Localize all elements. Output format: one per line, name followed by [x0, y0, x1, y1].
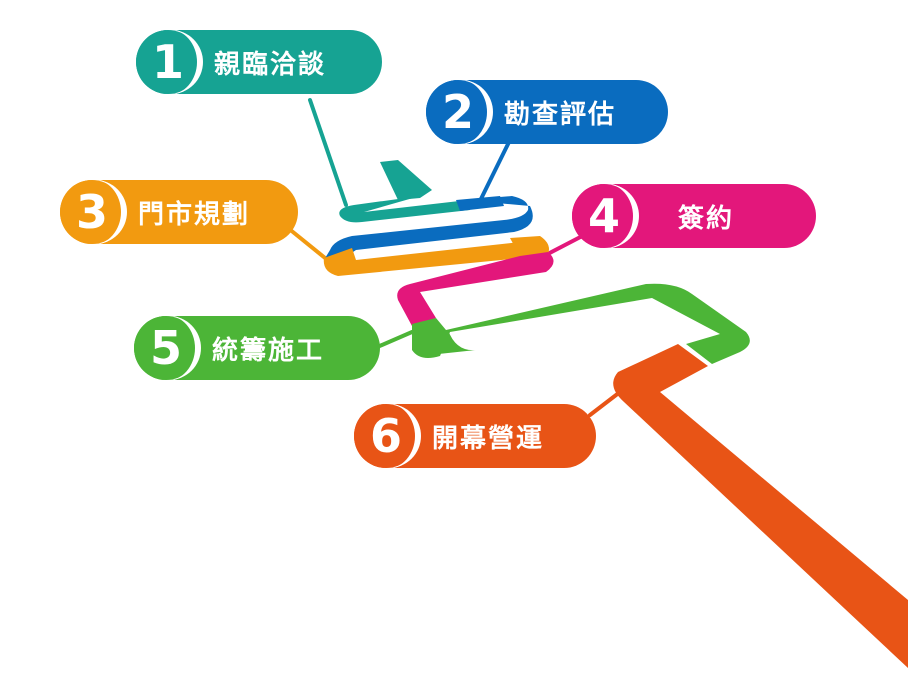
- step-2-label: 勘查評估: [504, 99, 617, 130]
- step-1-ring-decoration: [135, 29, 201, 95]
- connector-step-3: [286, 226, 332, 264]
- step-1-label: 親臨洽談: [214, 49, 327, 80]
- path-segment-orange: [323, 242, 522, 276]
- connector-step-6: [588, 390, 622, 417]
- step-5: 5 統籌施工: [133, 315, 380, 381]
- step-1-number-badge: 1: [135, 29, 201, 95]
- step-5-number-badge: 5: [133, 315, 199, 381]
- step-4-ring-decoration: [571, 183, 637, 249]
- path-segment-green: [412, 283, 750, 364]
- step-1: 1 親臨洽談: [135, 29, 382, 95]
- step-2: 2 勘查評估: [425, 79, 668, 145]
- step-3-label: 門市規劃: [138, 199, 251, 230]
- step-4-label: 簽約: [678, 203, 735, 234]
- path-segment-blue: [324, 196, 533, 260]
- path-segment-green-bottom: [418, 330, 476, 356]
- step-6-label: 開幕營運: [432, 423, 545, 454]
- step-2-ring-decoration: [425, 79, 491, 145]
- path-segment-blue-top: [456, 196, 504, 211]
- step-6-number-badge: 6: [353, 403, 419, 469]
- step-3-ring-decoration: [59, 179, 125, 245]
- step-4-number-badge: 4: [571, 183, 637, 249]
- path-segment-magenta: [397, 252, 554, 326]
- step-5-label: 統籌施工: [212, 335, 325, 366]
- step-3-number-badge: 3: [59, 179, 125, 245]
- step-5-ring-decoration: [133, 315, 199, 381]
- connector-step-2: [476, 138, 512, 207]
- step-2-number-badge: 2: [425, 79, 491, 145]
- step-6-ring-decoration: [353, 403, 419, 469]
- step-6: 6 開幕營運: [353, 403, 596, 469]
- step-4: 4 簽約: [571, 183, 816, 249]
- connector-step-5: [373, 330, 414, 350]
- step-3: 3 門市規劃: [59, 179, 298, 245]
- path-segment-red-orange: [613, 344, 908, 668]
- path-segment-teal-hook: [380, 160, 432, 200]
- connector-step-1: [308, 98, 348, 207]
- path-segment-teal: [339, 196, 470, 223]
